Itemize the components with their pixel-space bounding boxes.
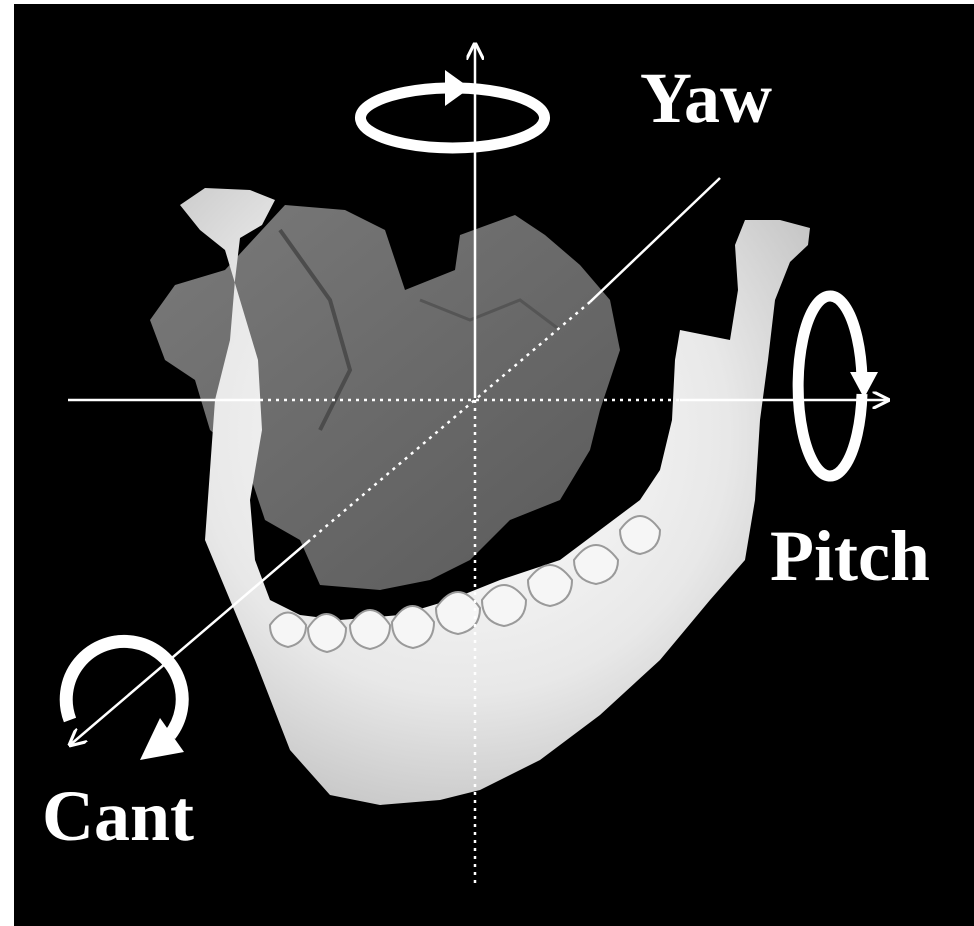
pitch-label: Pitch <box>770 520 930 592</box>
pitch-rotation-icon <box>798 296 878 476</box>
cant-label: Cant <box>42 780 194 852</box>
yaw-label: Yaw <box>640 62 772 134</box>
yaw-rotation-icon <box>360 70 544 148</box>
cant-rotation-icon <box>66 641 184 760</box>
cant-axis-upper <box>590 178 720 302</box>
